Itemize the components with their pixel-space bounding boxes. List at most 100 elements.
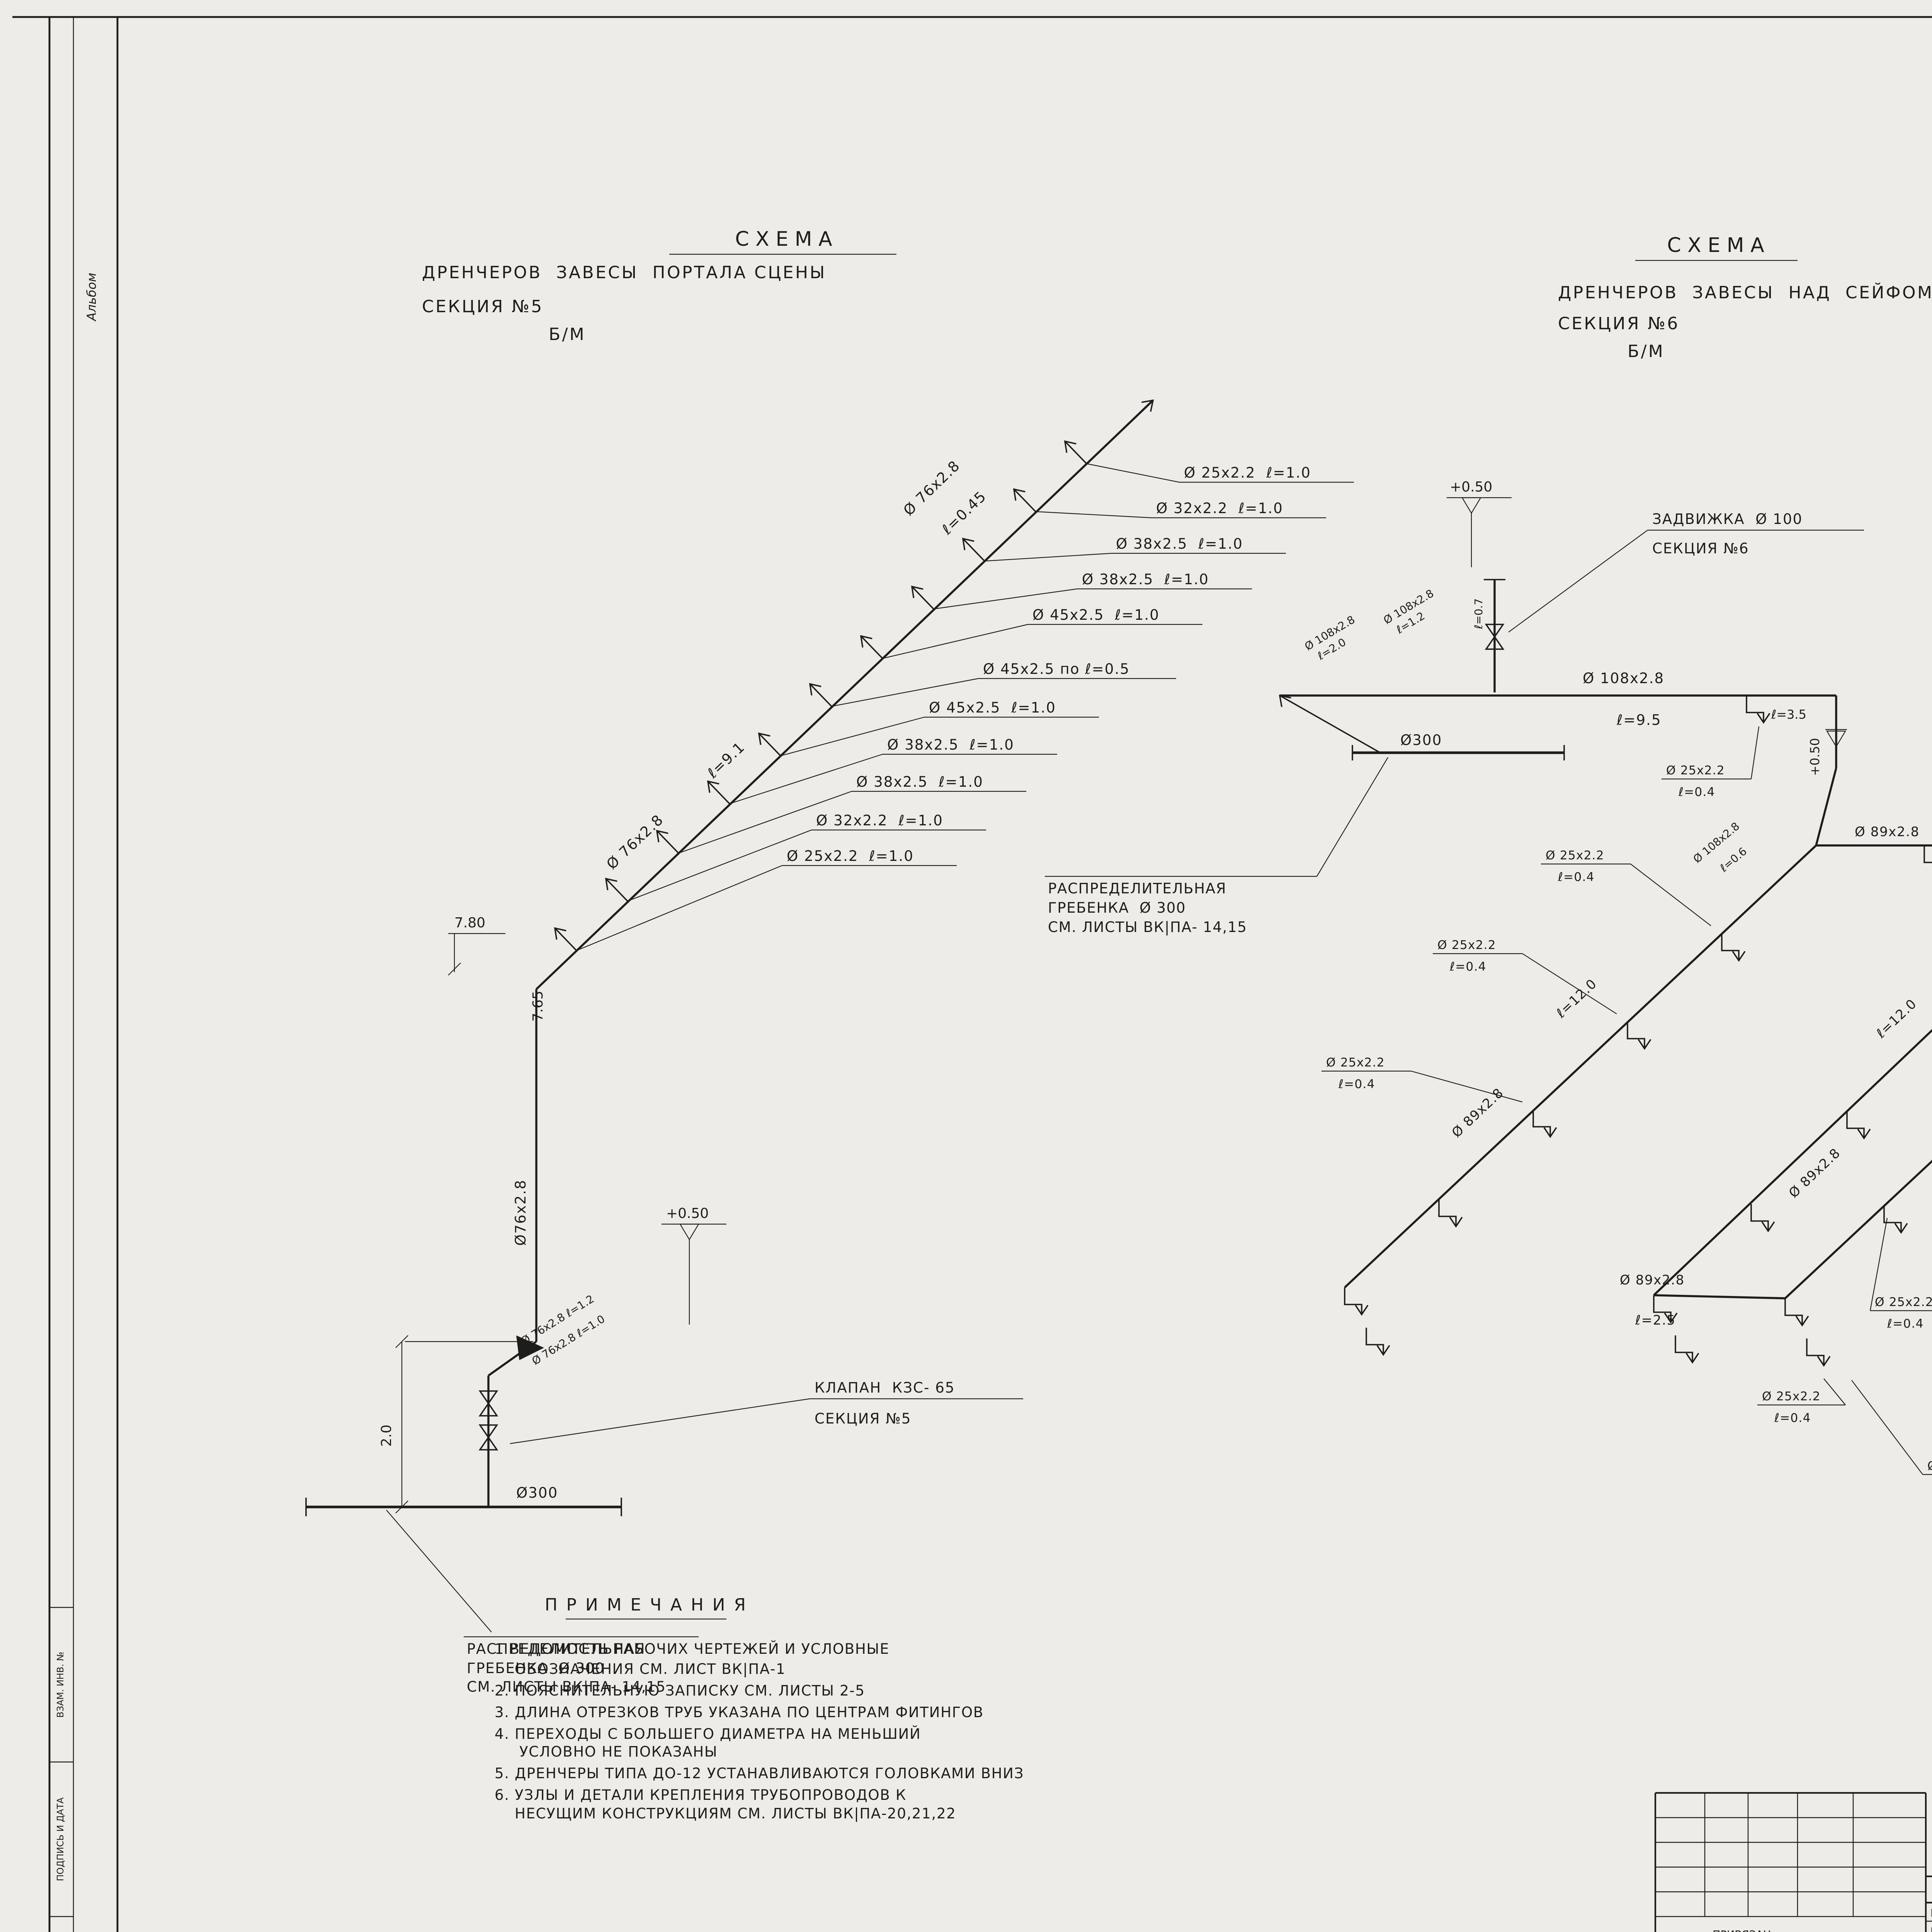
note-item: 3. ДЛИНА ОТРЕЗКОВ ТРУБ УКАЗАНА ПО ЦЕНТРА…	[495, 1704, 984, 1721]
branch-label: Ø 45x2.5 ℓ=1.0	[1032, 606, 1160, 623]
portal-riser-dia: Ø76x2.8	[512, 1179, 529, 1246]
svg-text:Ø 25x2.2: Ø 25x2.2	[1927, 1459, 1932, 1473]
safe-section: СЕКЦИЯ №6	[1558, 314, 1680, 333]
portal-main-pipe	[536, 435, 1117, 990]
valve-label-1: КЛАПАН КЗС- 65	[815, 1379, 955, 1396]
portal-branches: Ø 25x2.2 ℓ=1.0 Ø 32x2.2 ℓ=1.0 Ø 38x2.5 ℓ…	[549, 436, 1354, 951]
network-diagonal-1	[1344, 845, 1817, 1288]
branch: Ø 25x2.2 ℓ=1.0	[1059, 436, 1354, 483]
note-item: УСЛОВНО НЕ ПОКАЗАНЫ	[519, 1743, 718, 1760]
top-run-dia: Ø 89x2.8	[1855, 824, 1920, 840]
safe-distribution-header: Ø300 РАСПРЕДЕЛИТЕЛЬНАЯ ГРЕБЕНКА Ø 300 СМ…	[1045, 731, 1565, 936]
manifold-note-2: ГРЕБЕНКА Ø 300	[1048, 899, 1186, 916]
header-dia: Ø300	[1400, 731, 1442, 748]
notes-section: П Р И М Е Ч А Н И Я 1 ВЕДОМОСТЬ РАБОЧИХ …	[495, 1595, 1024, 1822]
branch: Ø 45x2.5 ℓ=1.0	[855, 606, 1202, 659]
note-item: 6. УЗЛЫ И ДЕТАЛИ КРЕПЛЕНИЯ ТРУБОПРОВОДОВ…	[495, 1786, 906, 1803]
network-diagonal-3	[1784, 1160, 1932, 1299]
safe-title: С Х Е М А	[1667, 234, 1764, 257]
branch: Ø 32x2.2 ℓ=1.0	[1008, 484, 1326, 519]
elevation-value: +0.50	[666, 1206, 709, 1221]
svg-text:ℓ=0.4: ℓ=0.4	[1449, 960, 1486, 974]
drop-label: Ø 25x2.2ℓ=0.4	[1757, 1378, 1846, 1425]
branch-label: Ø 45x2.5 по ℓ=0.5	[983, 660, 1130, 677]
inlet-seg3: ℓ=0.7	[1472, 598, 1485, 629]
safe-subtitle-1: ДРЕНЧЕРОВ ЗАВЕСЫ НАД СЕЙФОМ Ø 100	[1558, 282, 1932, 303]
sig-role: Н-к отд.	[1930, 1907, 1932, 1919]
svg-text:Ø 25x2.2: Ø 25x2.2	[1666, 764, 1725, 777]
bottom-run-len: ℓ=2.5	[1635, 1313, 1676, 1328]
elevation-value: +0.50	[1450, 479, 1492, 495]
manifold-note-3: СМ. ЛИСТЫ ВК|ПА- 14,15	[1048, 918, 1247, 936]
safe-main-dia: Ø 108x2.8	[1583, 670, 1664, 687]
manifold-note-1: РАСПРЕДЕЛИТЕЛЬНАЯ	[1048, 880, 1226, 897]
branch: Ø 32x2.2 ℓ=1.0	[600, 812, 986, 902]
drop-label: Ø 25x2.2ℓ=0.4	[1662, 726, 1760, 799]
svg-text:Ø 25x2.2: Ø 25x2.2	[1762, 1389, 1821, 1403]
portal-scale: Б/М	[549, 325, 586, 344]
branch: Ø 38x2.5 ℓ=1.0	[702, 736, 1057, 804]
header-dia: Ø300	[516, 1484, 558, 1501]
drop-label: Ø 25x2.2ℓ=0.4	[1851, 1380, 1932, 1475]
dimension-value: 2.0	[379, 1425, 395, 1447]
portal-section: СЕКЦИЯ №5	[422, 297, 544, 316]
drop-label: Ø 25x2.2 ℓ=0.4	[1433, 938, 1617, 1014]
branch: Ø 45x2.5 ℓ=1.0	[753, 699, 1099, 757]
album-label: Альбом	[84, 273, 99, 322]
podpis-data-label: ПОДПИСЬ И ДАТА	[55, 1797, 66, 1881]
branch: Ø 38x2.5 ℓ=1.0	[957, 533, 1286, 562]
elevation-value: 7.80	[454, 915, 485, 931]
branch-label: Ø 38x2.5 ℓ=1.0	[1116, 535, 1243, 552]
note-item: НЕСУЩИМ КОНСТРУКЦИЯМ СМ. ЛИСТЫ ВК|ПА-20,…	[515, 1805, 956, 1822]
branch-label: Ø 38x2.5 ℓ=1.0	[887, 736, 1014, 753]
svg-text:Ø 25x2.2: Ø 25x2.2	[1326, 1056, 1385, 1070]
portal-subtitle-1: ДРЕНЧЕРОВ ЗАВЕСЫ ПОРТАЛА СЦЕНЫ	[422, 263, 827, 282]
manifold-note-2: ГРЕБЕНКА Ø 300	[467, 1660, 605, 1677]
svg-text:Ø 25x2.2: Ø 25x2.2	[1875, 1295, 1932, 1309]
dimension-2m: 2.0	[379, 1335, 533, 1514]
privyazan-label: ПРИВЯЗАН	[1713, 1929, 1771, 1932]
manifold-note-3: СМ. ЛИСТЫ ВК|ПА- 14,15	[467, 1678, 666, 1696]
branch-label: Ø 38x2.5 ℓ=1.0	[1082, 571, 1209, 588]
safe-gate-valve-riser: ЗАДВИЖКА Ø 100 СЕКЦИЯ №6 ℓ=0.7	[1472, 510, 1864, 692]
svg-text:Ø 25x2.2: Ø 25x2.2	[1437, 938, 1496, 952]
end-elev: +0.50	[1808, 738, 1822, 776]
branch-label: Ø 45x2.5 ℓ=1.0	[929, 699, 1056, 716]
safe-network: Ø 89x2.8 ℓ=2.5 Ø 89x2.8 ℓ=2.5 Ø 89x2.8 ℓ…	[1321, 695, 1932, 1475]
branch-label: Ø 32x2.2 ℓ=1.0	[1156, 500, 1283, 517]
note-item: 1 ВЕДОМОСТЬ РАБОЧИХ ЧЕРТЕЖЕЙ И УСЛОВНЫЕ	[495, 1640, 889, 1657]
drop-label: Ø 25x2.2ℓ=0.4	[1869, 1218, 1932, 1331]
branch: Ø 38x2.5 ℓ=1.0	[651, 773, 1026, 854]
branch: Ø 25x2.2 ℓ=1.0	[549, 847, 957, 951]
branch-label: Ø 25x2.2 ℓ=1.0	[1184, 464, 1311, 481]
branch: Ø 38x2.5 ℓ=1.0	[906, 571, 1252, 610]
note-item: ОБОЗНАЧЕНИЯ СМ. ЛИСТ ВК|ПА-1	[515, 1660, 786, 1678]
svg-text:ℓ=0.4: ℓ=0.4	[1558, 870, 1595, 884]
title-block: 264-12-318.92 ВК|ПА Н-к отд. СОЛДАТОВ ГИ…	[1654, 1792, 1932, 1932]
note-item: 5. ДРЕНЧЕРЫ ТИПА ДО-12 УСТАНАВЛИВАЮТСЯ Г…	[495, 1765, 1024, 1782]
gate-valve-label-1: ЗАДВИЖКА Ø 100	[1652, 510, 1803, 527]
notes-title: П Р И М Е Ч А Н И Я	[545, 1595, 748, 1615]
elevation-plus-050-top: +0.50	[1447, 479, 1512, 567]
branch-label: Ø 25x2.2 ℓ=1.0	[787, 847, 914, 864]
gate-valve-label-2: СЕКЦИЯ №6	[1652, 540, 1749, 557]
bottom-run-dia: Ø 89x2.8	[1620, 1272, 1685, 1288]
drop-label: Ø 25x2.2ℓ=0.4	[1321, 1056, 1523, 1103]
signature-rows: Н-к отд. СОЛДАТОВ ГИП БУЦКИХ ГИП КОДАНЕВ…	[1930, 1907, 1932, 1932]
vzam-inv-label: ВЗАМ. ИНВ. №	[55, 1652, 66, 1718]
svg-text:Ø 25x2.2: Ø 25x2.2	[1546, 849, 1604, 862]
safe-scale: Б/М	[1628, 342, 1665, 361]
elevation-7-65: 7.65	[530, 991, 546, 1022]
portal-distribution-header: Ø300 РАСПРЕДЕЛИТЕЛЬНАЯ ГРЕБЕНКА Ø 300 СМ…	[305, 1484, 699, 1696]
note-item: 4. ПЕРЕХОДЫ С БОЛЬШЕГО ДИАМЕТРА НА МЕНЬШ…	[495, 1725, 921, 1742]
valve-label-2: СЕКЦИЯ №5	[815, 1410, 912, 1427]
elevation-7-80: 7.80	[448, 915, 505, 976]
end-len: ℓ=3.5	[1771, 707, 1806, 722]
elevation-plus-050: +0.50	[662, 1206, 726, 1325]
sheet-frame: 37	[12, 16, 1932, 1932]
note-item: 2. ПОЯСНИТЕЛЬНУЮ ЗАПИСКУ СМ. ЛИСТЫ 2-5	[495, 1682, 865, 1699]
sig-role: ГИП	[1930, 1926, 1932, 1932]
